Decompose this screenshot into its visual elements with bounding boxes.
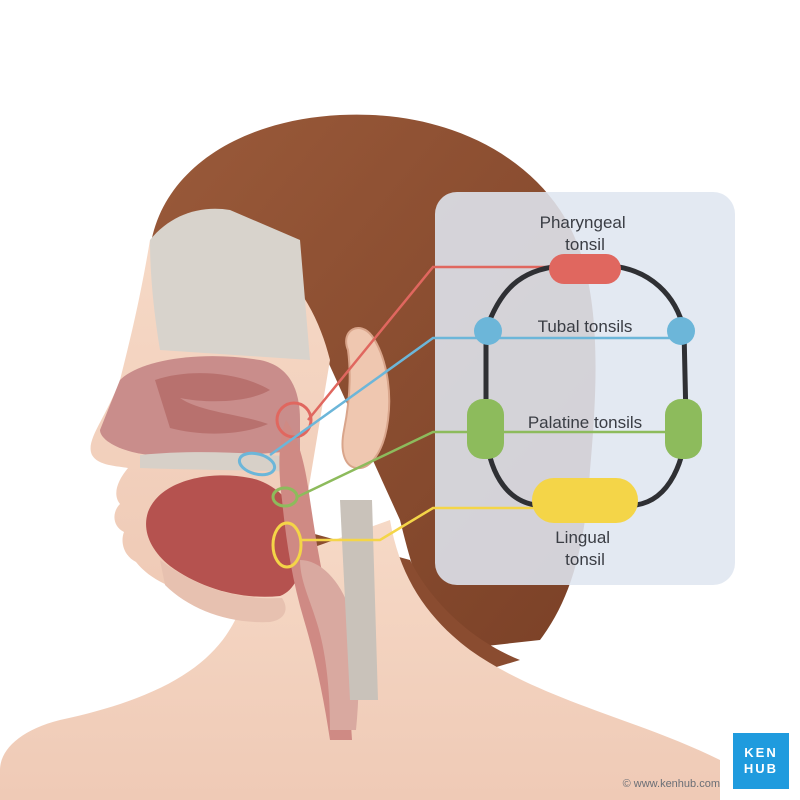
lingual-leader-line <box>301 506 536 542</box>
palatine-tonsil-left-shape <box>467 399 504 459</box>
kenhub-logo-icon: KEN HUB <box>733 733 789 789</box>
lingual-label-line1: Lingual <box>555 528 610 547</box>
tongue <box>146 475 303 597</box>
spine <box>340 500 378 700</box>
palatine-label: Palatine tonsils <box>528 413 642 432</box>
mouth-floor <box>160 560 286 623</box>
copyright-text: © www.kenhub.com <box>622 778 720 790</box>
lingual-tonsil-marker <box>271 521 303 569</box>
tubal-tonsil-left-shape <box>474 317 502 345</box>
palatine-tonsil-right-shape <box>665 399 702 459</box>
lingual-label-line2: tonsil <box>565 550 605 569</box>
skull-section <box>150 208 310 360</box>
tubal-leader-line <box>269 336 488 457</box>
pharyngeal-label: Pharyngeal tonsil <box>540 213 631 254</box>
lingual-tonsil-shape <box>532 478 638 523</box>
pharyngeal-label-line1: Pharyngeal <box>540 213 626 232</box>
tubal-tonsil-right-shape <box>667 317 695 345</box>
nasal-conchae <box>155 373 270 434</box>
palatine-leader-line <box>296 430 480 499</box>
lingual-label: Lingual tonsil <box>555 528 615 569</box>
logo-line-1: KEN <box>744 745 778 760</box>
tubal-label: Tubal tonsils <box>538 317 633 336</box>
logo-line-2: HUB <box>743 761 779 776</box>
pharyngeal-tonsil-shape <box>549 254 621 284</box>
tubal-tonsil-marker <box>237 451 277 477</box>
hard-palate <box>140 452 300 472</box>
pharyngeal-label-line2: tonsil <box>565 235 605 254</box>
pharyngeal-leader-line <box>307 265 552 421</box>
larynx <box>300 560 359 730</box>
